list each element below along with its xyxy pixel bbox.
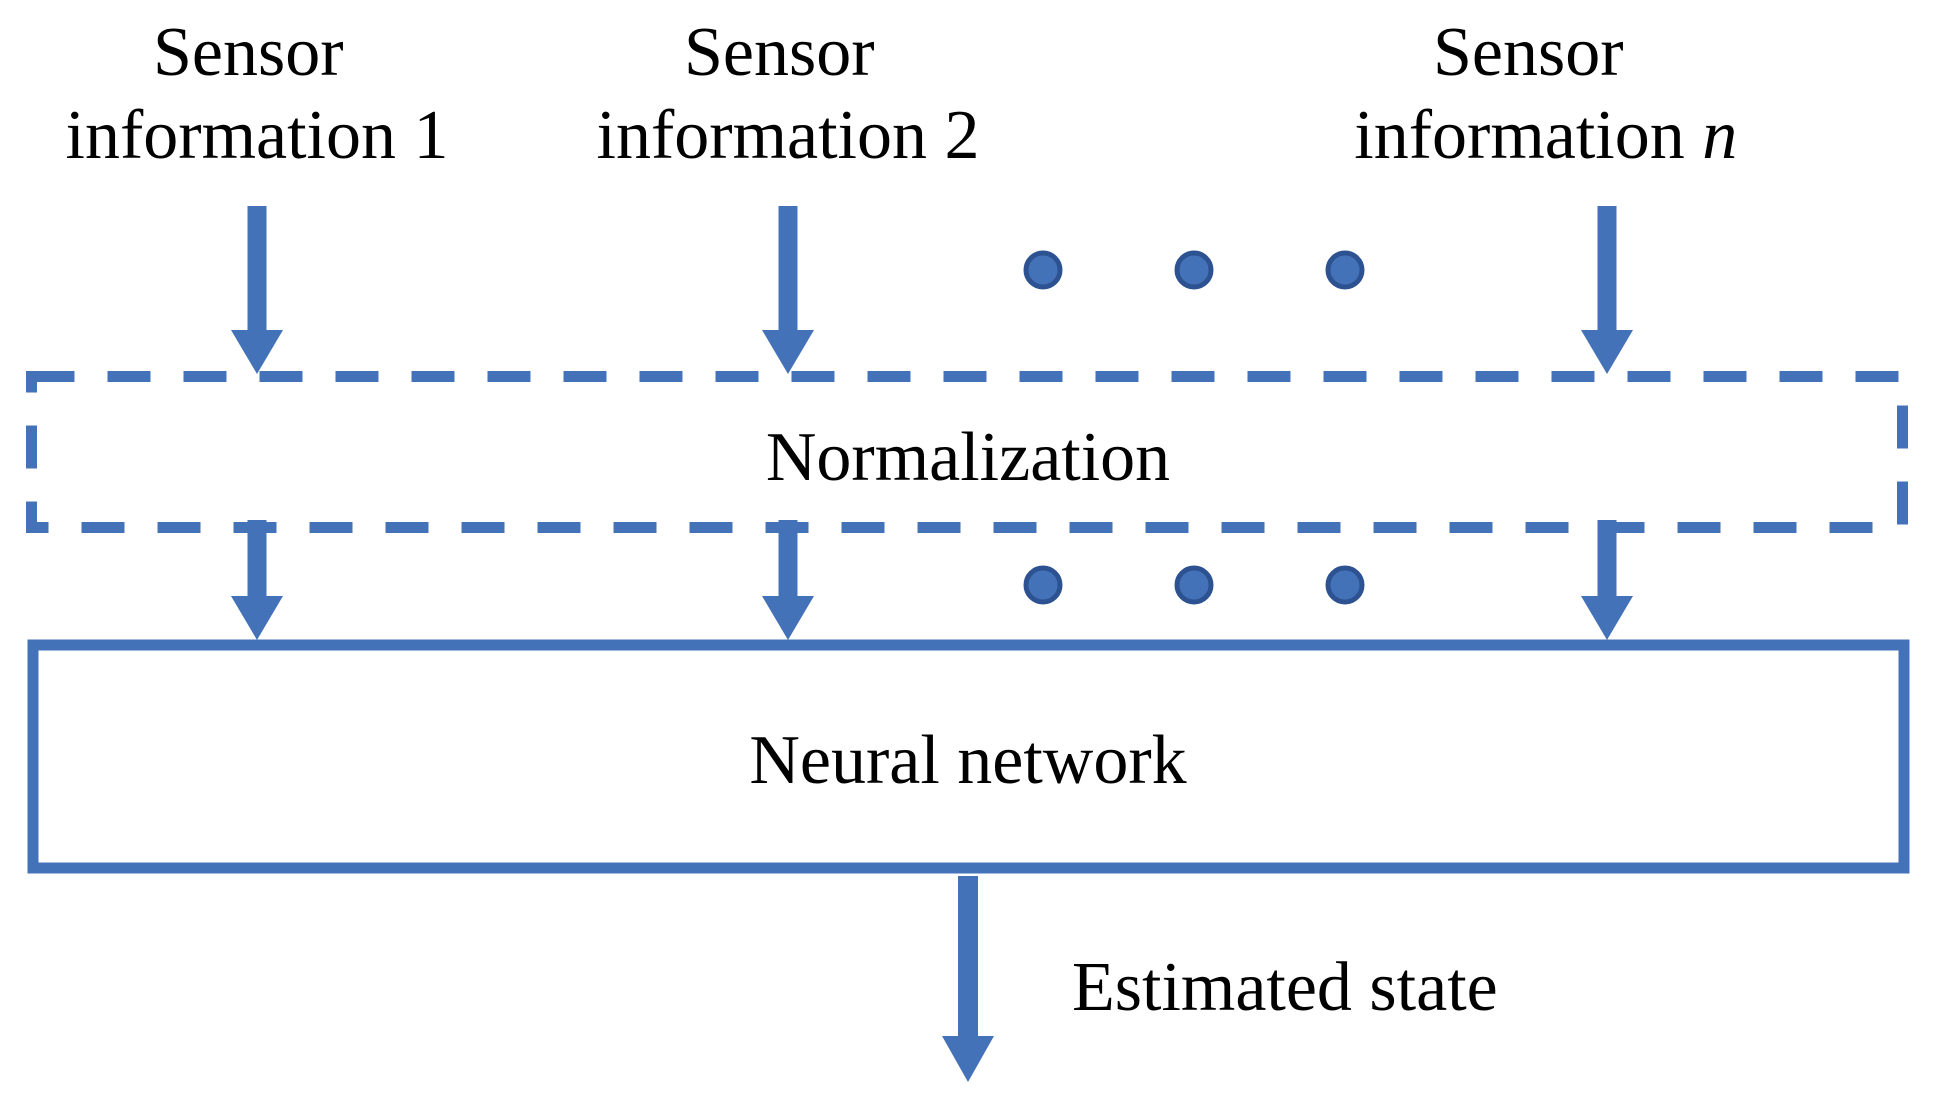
ellipsis-dot <box>1174 565 1214 605</box>
sensor-n-label-prefix: information <box>1354 97 1702 174</box>
ellipsis-dot <box>1023 250 1063 290</box>
output-arrow <box>942 876 994 1082</box>
sensor-n-label-variable: n <box>1702 97 1737 174</box>
input-ellipsis-dots <box>1023 250 1365 290</box>
neural-network-label: Neural network <box>749 722 1186 799</box>
normalization-box <box>26 371 1908 533</box>
estimated-state-label: Estimated state <box>1072 949 1498 1026</box>
ellipsis-dot <box>1023 565 1063 605</box>
sensor-n-label: Sensor information n <box>0 0 1860 174</box>
sensor-n-arrow <box>1581 206 1633 374</box>
input-labels: Sensor information 1 Sensor information … <box>0 0 1860 174</box>
ellipsis-dot <box>1325 565 1365 605</box>
sensor-1-arrow <box>231 206 283 374</box>
sensor-1-label: Sensor information 1 <box>66 14 449 174</box>
normalized-ellipsis-dots <box>1023 565 1365 605</box>
normalized-2-arrow <box>762 520 814 640</box>
normalization-label: Normalization <box>766 419 1170 496</box>
input-arrows <box>231 206 1633 374</box>
neural-network-box <box>27 639 1910 874</box>
sensor-2-arrow <box>762 206 814 374</box>
normalized-1-arrow <box>231 520 283 640</box>
normalized-n-arrow <box>1581 520 1633 640</box>
ellipsis-dot <box>1325 250 1365 290</box>
ellipsis-dot <box>1174 250 1214 290</box>
sensor-2-label: Sensor information 2 <box>597 14 980 174</box>
normalized-arrows <box>231 520 1633 640</box>
